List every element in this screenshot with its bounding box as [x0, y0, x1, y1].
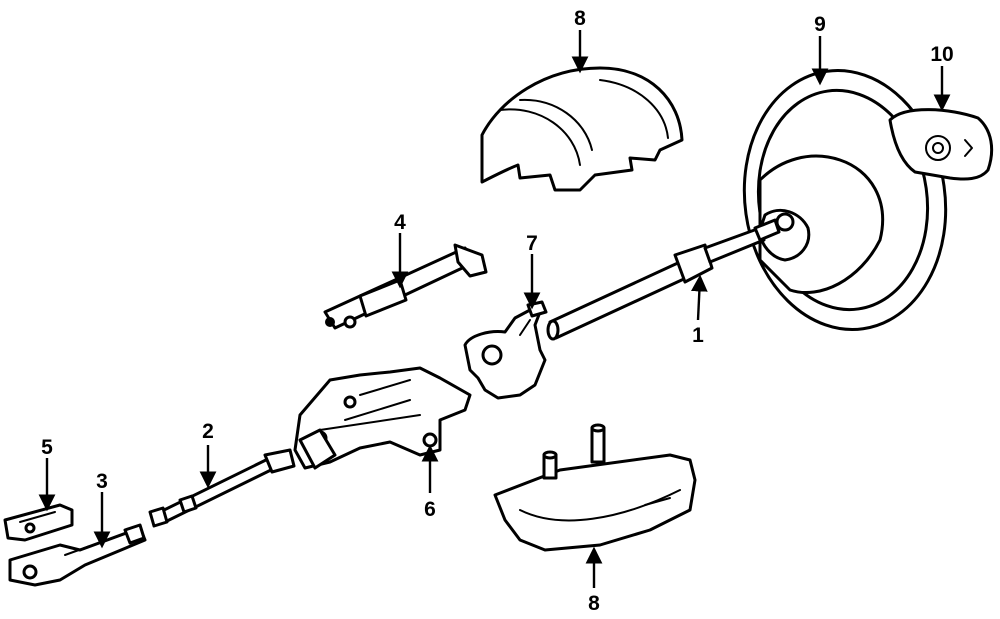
- callout-8-bottom: 8: [588, 592, 600, 615]
- callout-6: 6: [424, 498, 436, 521]
- ignition-switch: [3, 503, 74, 542]
- callout-labels: 1 2 3 4 5 6 7 8 8 9 10: [41, 7, 954, 615]
- shift-cable: [148, 448, 296, 528]
- leader-1: [690, 274, 708, 321]
- column-bracket: [293, 366, 472, 470]
- lower-shaft: [8, 523, 147, 587]
- callout-2: 2: [202, 420, 214, 443]
- callout-5: 5: [41, 436, 53, 459]
- callout-1: 1: [692, 324, 704, 347]
- callout-7: 7: [526, 232, 538, 255]
- steering-wheel: [742, 69, 948, 331]
- callout-8-top: 8: [574, 7, 586, 30]
- steering-shaft: [546, 218, 781, 341]
- intermediate-shaft: [323, 243, 488, 330]
- callout-9: 9: [814, 13, 826, 36]
- lock-housing: [463, 300, 548, 400]
- lower-shroud: [493, 423, 697, 552]
- callout-4: 4: [394, 211, 406, 234]
- callout-10: 10: [930, 43, 953, 66]
- leader-lines: [38, 30, 951, 588]
- callout-3: 3: [96, 470, 108, 493]
- upper-shroud: [480, 66, 684, 192]
